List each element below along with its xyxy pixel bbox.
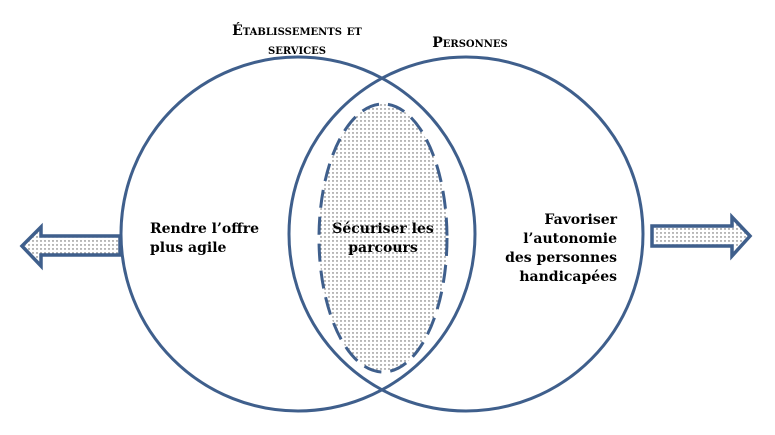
left-label: Rendre l’offre plus agile: [150, 221, 259, 256]
right-label: Favoriser l’autonomie des personnes hand…: [505, 212, 617, 285]
left-circle: [119, 55, 477, 413]
intersection-ellipse: [317, 102, 449, 374]
left-circle-title: Établissements et services: [232, 23, 362, 58]
right-circle: [287, 55, 645, 413]
right-circle-title: Personnes: [432, 35, 508, 51]
left-arrow-icon: [19, 222, 122, 271]
right-arrow-icon: [650, 212, 753, 261]
center-label: Sécuriser les parcours: [332, 221, 434, 256]
